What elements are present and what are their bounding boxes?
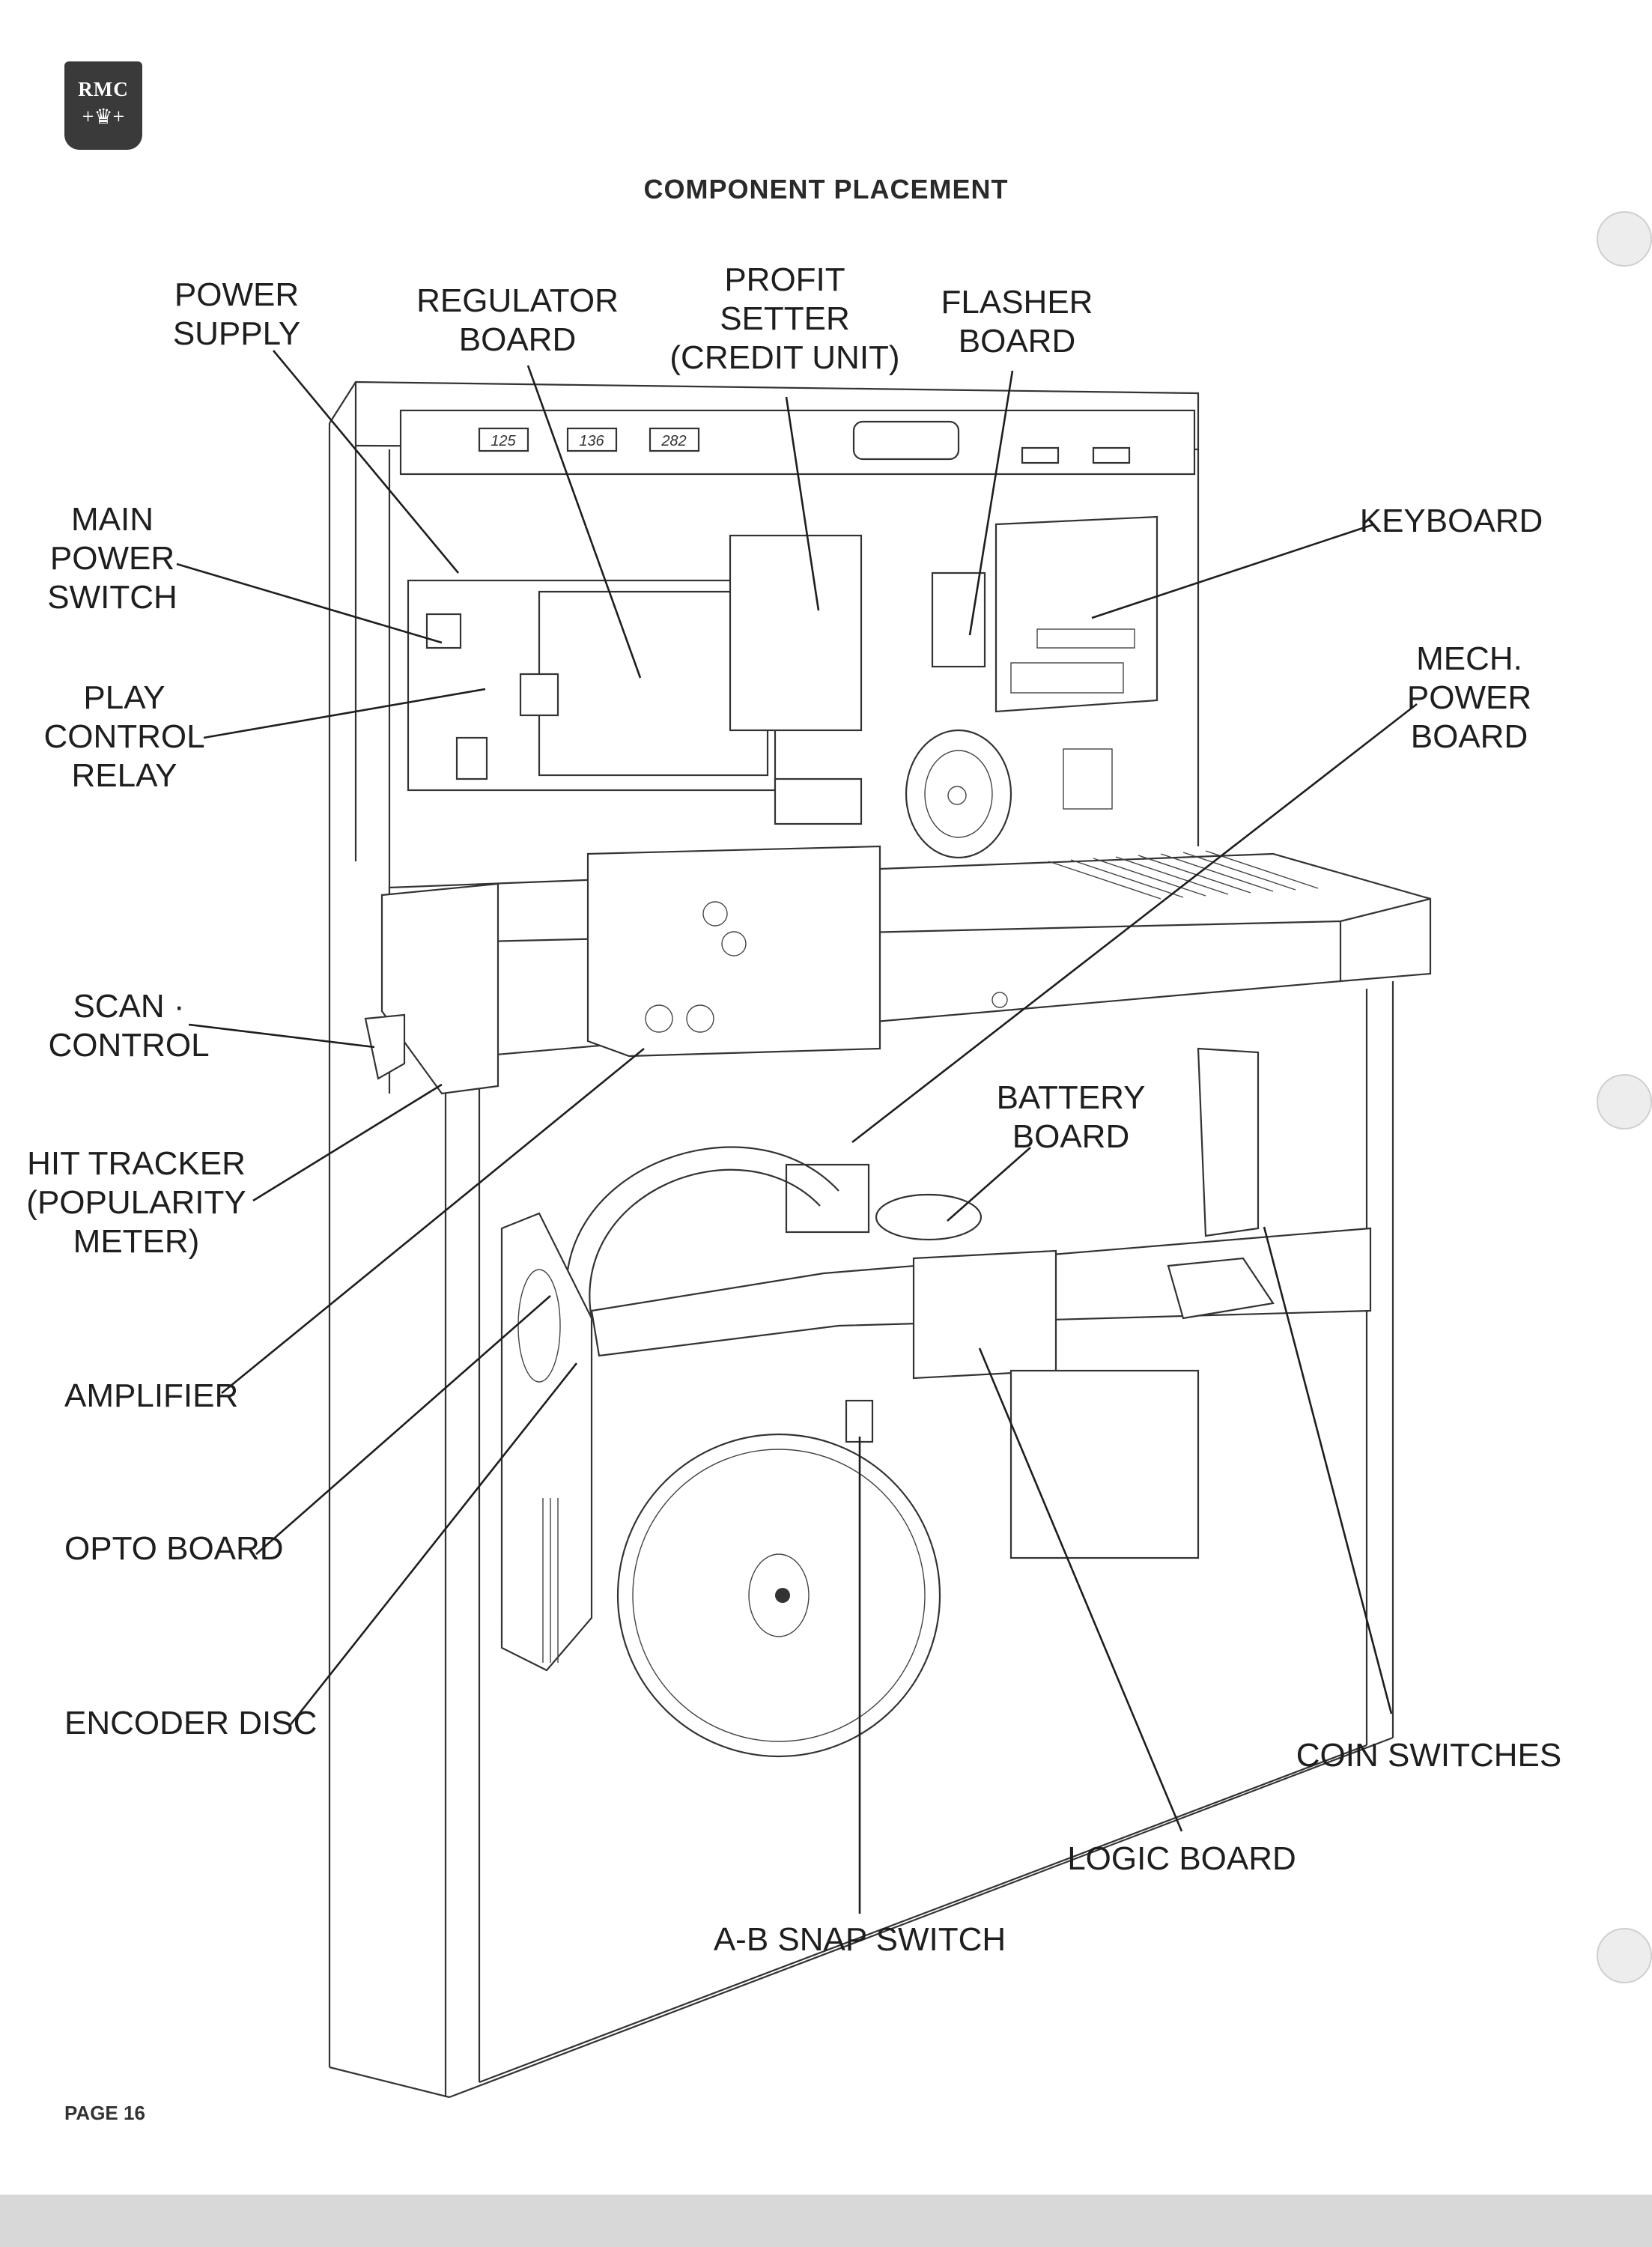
leader-main-power-switch [176,562,443,644]
page-bottom-edge [0,2195,1652,2247]
label-coin-switches: COIN SWITCHES [1296,1737,1561,1774]
label-regulator-board-line-1: REGULATOR [416,282,619,319]
label-encoder-disc: ENCODER DISC [64,1705,317,1741]
leader-flasher-board [968,370,1014,636]
page-heading: COMPONENT PLACEMENT [643,174,1009,204]
label-encoder-disc-line-1: ENCODER DISC [64,1705,317,1741]
leader-play-control-relay [203,688,486,739]
binder-hole-top [1597,211,1652,267]
label-hit-tracker-line-2: (POPULARITY [26,1184,246,1221]
label-amplifier-line-1: AMPLIFIER [64,1377,238,1414]
label-flasher-board-line-1: FLASHER [941,284,1093,321]
label-battery-board: BATTERY BOARD [997,1079,1146,1155]
label-main-power-switch: MAIN POWER SWITCH [47,501,177,616]
label-play-control-relay-line-1: PLAY [83,679,165,716]
label-hit-tracker: HIT TRACKER (POPULARITY METER) [26,1145,246,1260]
leader-scan-control [188,1023,375,1049]
label-scan-control-line-2: CONTROL [48,1027,209,1064]
leader-amplifier [221,1047,645,1395]
page-number: PAGE 16 [64,2102,145,2124]
binder-hole-bottom [1597,1928,1652,1983]
leader-hit-tracker [252,1083,443,1202]
label-mech-power-board: MECH. POWER BOARD [1407,640,1531,755]
label-opto-board-line-1: OPTO BOARD [64,1530,284,1567]
leader-opto-board [255,1295,551,1555]
label-flasher-board: FLASHER BOARD [941,284,1093,360]
label-power-supply-line-1: POWER [174,276,299,313]
label-flasher-board-line-2: BOARD [959,323,1075,360]
label-play-control-relay-line-2: CONTROL [43,718,204,755]
label-ab-snap-switch-line-1: A-B SNAP SWITCH [714,1921,1006,1958]
label-mech-power-board-line-2: POWER [1407,679,1531,716]
leader-keyboard [1091,523,1375,619]
label-profit-setter-line-1: PROFIT [724,261,845,298]
label-scan-control: SCAN · CONTROL [48,988,209,1064]
label-power-supply: POWER SUPPLY [173,276,300,352]
label-profit-setter-line-3: (CREDIT UNIT) [669,339,899,376]
leader-lines [176,350,1418,1914]
label-ab-snap-switch: A-B SNAP SWITCH [714,1921,1006,1958]
label-coin-switches-line-1: COIN SWITCHES [1296,1737,1561,1774]
label-hit-tracker-line-3: METER) [73,1223,200,1260]
label-opto-board: OPTO BOARD [64,1530,284,1567]
label-scan-control-line-1: SCAN · [73,988,184,1025]
leader-logic-board [978,1347,1183,1832]
label-regulator-board: REGULATOR BOARD [416,282,619,358]
counter-2: 136 [579,433,604,449]
leader-mech-power-board [851,703,1418,1144]
logo-text: RMC [78,78,129,100]
binder-hole-middle [1597,1074,1652,1129]
label-logic-board-line-1: LOGIC BOARD [1067,1840,1296,1877]
label-mech-power-board-line-3: BOARD [1411,718,1528,755]
leader-profit-setter [785,396,820,611]
label-profit-setter: PROFIT SETTER (CREDIT UNIT) [669,261,899,376]
label-main-power-switch-line-2: POWER [50,540,174,577]
label-logic-board: LOGIC BOARD [1067,1840,1296,1877]
label-battery-board-line-2: BOARD [1012,1118,1129,1155]
rmc-logo: RMC +♛+ [64,61,142,150]
leader-regulator-board [526,365,642,679]
leader-encoder-disc [288,1362,578,1727]
leader-power-supply [273,350,459,574]
label-main-power-switch-line-3: SWITCH [47,579,177,616]
label-keyboard-line-1: KEYBOARD [1360,503,1543,539]
counter-1: 125 [491,433,516,449]
counter-3: 282 [661,433,686,449]
label-power-supply-line-2: SUPPLY [173,315,300,352]
label-main-power-switch-line-1: MAIN [71,501,154,538]
leader-coin-switches [1263,1226,1393,1714]
label-play-control-relay: PLAY CONTROL RELAY [43,679,204,794]
label-hit-tracker-line-1: HIT TRACKER [27,1145,246,1182]
label-regulator-board-line-2: BOARD [459,321,576,358]
label-play-control-relay-line-3: RELAY [71,757,177,794]
label-battery-board-line-1: BATTERY [997,1079,1146,1116]
leader-battery-board [947,1147,1031,1222]
label-keyboard: KEYBOARD [1360,503,1543,539]
label-mech-power-board-line-1: MECH. [1416,640,1522,677]
label-amplifier: AMPLIFIER [64,1377,238,1414]
label-profit-setter-line-2: SETTER [720,300,850,337]
crown-icon: +♛+ [82,106,125,129]
